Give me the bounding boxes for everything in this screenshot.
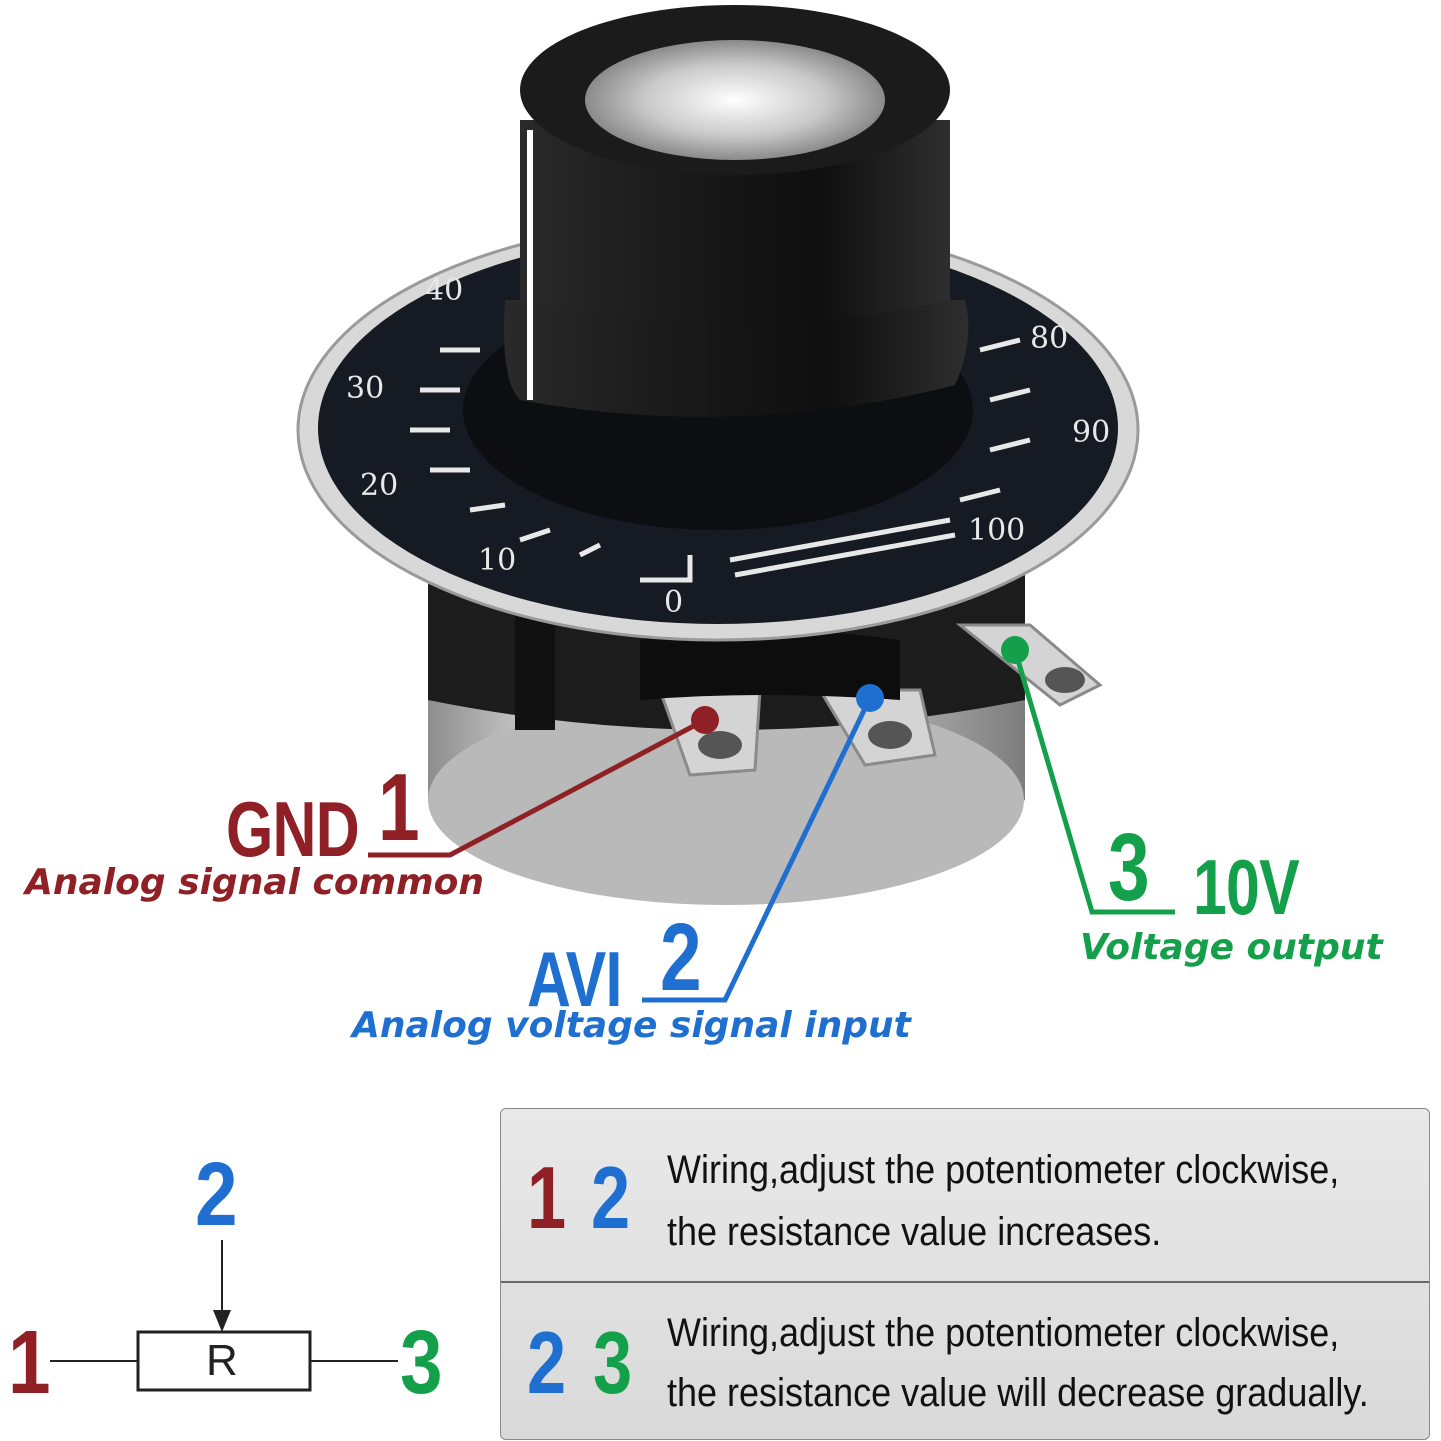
pin2-leader	[642, 696, 873, 1003]
schematic-lines	[50, 1240, 398, 1392]
schematic-left-number: 1	[8, 1313, 51, 1413]
scale-label-30: 30	[346, 371, 384, 406]
row2-line1: Wiring,adjust the potentiometer clockwis…	[667, 1311, 1340, 1355]
scale-label-20: 20	[360, 468, 398, 503]
pin1-description: Analog signal common	[25, 862, 484, 903]
terminal-housing	[640, 630, 900, 700]
pin2-number: 2	[660, 904, 702, 1011]
row1-second-number: 2	[591, 1148, 631, 1247]
scale-label-80: 80	[1030, 321, 1068, 356]
wiper-arrow-head	[213, 1310, 231, 1332]
scale-label-90: 90	[1072, 415, 1110, 450]
knob	[504, 5, 969, 417]
wiring-table: 1 2 Wiring,adjust the potentiometer cloc…	[500, 1108, 1430, 1440]
scale-label-0: 0	[664, 585, 683, 620]
pin1-leader	[368, 717, 707, 858]
pin3-number: 3	[1108, 814, 1150, 921]
row2-second-number: 3	[593, 1313, 633, 1412]
pin1-number: 1	[378, 754, 420, 861]
pin3-description: Voltage output	[1080, 927, 1383, 968]
resistor-body	[136, 1330, 312, 1392]
pin1-name: GND	[226, 785, 360, 873]
row2-first-number: 2	[527, 1313, 567, 1412]
pin3-leader	[1012, 649, 1175, 915]
schematic-wiper-number: 2	[195, 1145, 238, 1245]
scale-label-40: 40	[425, 273, 463, 308]
dial-scale-labels: 0 10 20 30 40 80 90 100	[346, 273, 1110, 620]
schematic-right-number: 3	[400, 1313, 443, 1413]
scale-label-100: 100	[968, 513, 1025, 548]
row2-line2: the resistance value will decrease gradu…	[667, 1371, 1369, 1415]
row1-first-number: 1	[527, 1148, 567, 1247]
terminal-3	[955, 623, 1103, 707]
scale-label-10: 10	[478, 543, 516, 578]
resistor-label: R	[206, 1336, 238, 1385]
row1-line1: Wiring,adjust the potentiometer clockwis…	[667, 1148, 1340, 1192]
pin2-name: AVI	[527, 935, 622, 1023]
dial-ticks	[410, 337, 1031, 583]
table-divider	[501, 1281, 1429, 1283]
pin2-description: Analog voltage signal input	[352, 1005, 911, 1046]
row1-line2: the resistance value increases.	[667, 1210, 1162, 1254]
pin3-name: 10V	[1193, 843, 1300, 931]
